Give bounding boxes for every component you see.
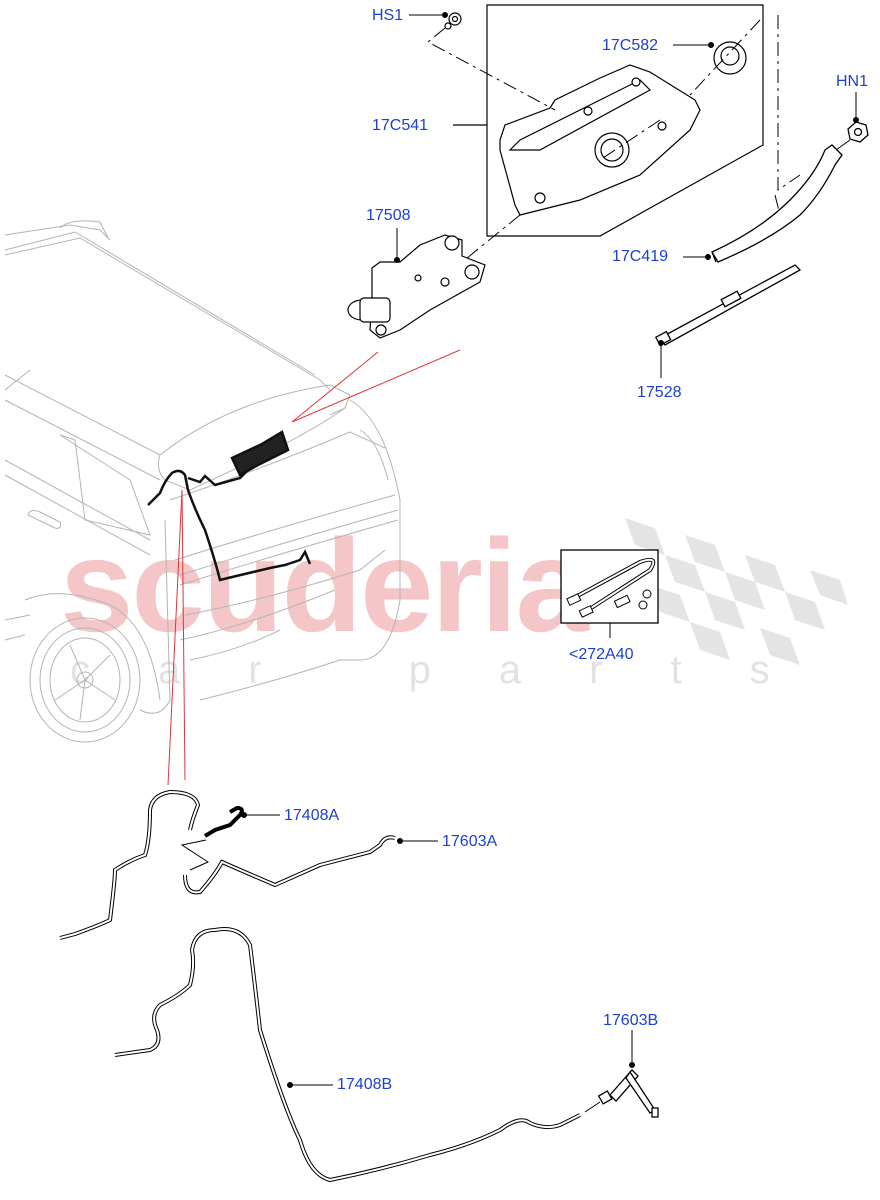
- washer-hose-17408b-inner: [114, 928, 581, 1182]
- callout-272a40[interactable]: <272A40: [569, 646, 634, 663]
- callout-17c582[interactable]: 17C582: [602, 37, 659, 54]
- leader-lines: [241, 12, 859, 1088]
- callout-hn1[interactable]: HN1: [836, 73, 869, 90]
- washer-hose-17603a-part: [183, 835, 396, 895]
- callout-17603a[interactable]: 17603A: [442, 833, 498, 850]
- cover-box-frame: [453, 4, 764, 237]
- washer-hose-17408b-part: [114, 927, 581, 1183]
- grommet-17c582-part: [713, 41, 747, 75]
- callout-hs1[interactable]: HS1: [372, 7, 404, 24]
- watermark-subtext: car parts: [70, 648, 838, 692]
- washer-hose-17408a-inner: [59, 790, 200, 939]
- wiper-motor-17508-part: [347, 234, 486, 339]
- connector-17603b-part: [584, 1069, 659, 1118]
- callout-17603b[interactable]: 17603B: [603, 1012, 659, 1029]
- callout-17528[interactable]: 17528: [637, 384, 682, 401]
- callout-17408a[interactable]: 17408A: [284, 807, 340, 824]
- nut-hn1-part: [835, 121, 869, 151]
- callout-17408b[interactable]: 17408B: [337, 1076, 393, 1093]
- tailgate-harness: [147, 430, 312, 582]
- washer-hose-17603a-inner: [184, 836, 396, 894]
- vehicle-outline: [4, 220, 401, 743]
- hose-kit-272a40-box: [560, 549, 659, 638]
- motor-cover-part: [499, 64, 701, 216]
- hose-a-join-lines: [180, 839, 210, 871]
- wiper-blade-17528-part: [654, 264, 802, 347]
- screw-hs1-part: [444, 12, 462, 30]
- callout-17c419[interactable]: 17C419: [612, 248, 669, 265]
- callout-17c541[interactable]: 17C541: [372, 117, 429, 134]
- wiper-arm-17c419-part: [711, 144, 843, 263]
- callout-17508[interactable]: 17508: [366, 207, 411, 224]
- pointer-lines: [167, 349, 461, 786]
